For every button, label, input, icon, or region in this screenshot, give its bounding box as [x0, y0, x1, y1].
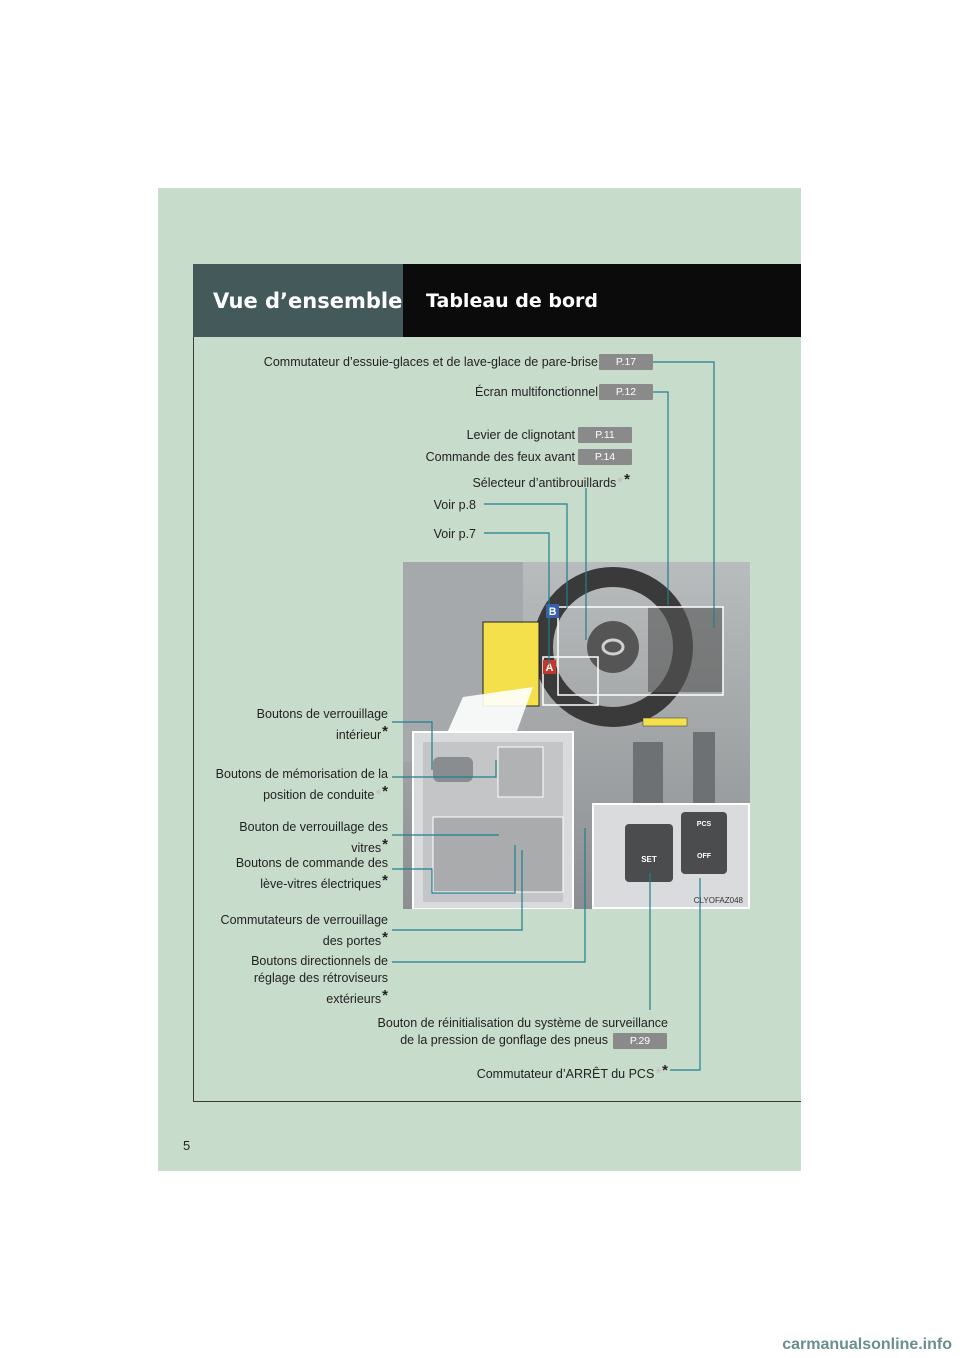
wiper-switch-label: Commutateur d’essuie-glaces et de lave-g…	[263, 355, 598, 369]
turn-signal-label: Levier de clignotant	[466, 428, 575, 442]
off-label: OFF	[697, 853, 712, 860]
pcs-off-label: Commutateur d’ARRÊT du PCS**	[476, 1062, 668, 1082]
see-p8-label: Voir p.8	[433, 498, 476, 512]
text-line: Boutons directionnels de	[251, 954, 388, 968]
asterisk: *	[662, 1062, 668, 1079]
asterisk: *	[382, 929, 388, 946]
asterisk: *	[382, 987, 388, 1004]
page-title: Tableau de bord	[403, 264, 801, 337]
badge-p29[interactable]: P.29	[613, 1033, 667, 1049]
text-line: Boutons de commande des	[235, 856, 388, 870]
text-line: Bouton de réinitialisation du système de…	[377, 1016, 668, 1030]
page-number: 5	[183, 1138, 191, 1153]
fog-light-label: Sélecteur d’antibrouillards**	[472, 471, 630, 491]
multi-display-label: Écran multifonctionnel	[475, 385, 598, 399]
asterisk: *	[655, 1065, 662, 1082]
asterisk: *	[624, 471, 630, 488]
pcs-label: PCS	[697, 821, 712, 828]
door-lock-label: Commutateurs de verrouillage des portes*	[220, 913, 388, 948]
dashboard-photo: B A SET PCS OFF CLYOFAZ048	[403, 562, 750, 909]
interior-lock-label: Boutons de verrouillage intérieur*	[256, 707, 388, 742]
text-line: Boutons de mémorisation de la	[215, 767, 388, 781]
watermark: carmanualsonline.info	[782, 1336, 952, 1353]
badge-p14[interactable]: P.14	[578, 449, 632, 465]
marker-a: A	[546, 662, 554, 674]
mirror-buttons-label: Boutons directionnels de réglage des rét…	[251, 954, 388, 1006]
photo-code: CLYOFAZ048	[694, 896, 744, 905]
marker-b: B	[549, 606, 557, 618]
window-lock-label: Bouton de verrouillage des vitres*	[239, 820, 388, 855]
asterisk: *	[617, 474, 624, 491]
memory-buttons-label: Boutons de mémorisation de la position d…	[215, 767, 388, 803]
power-window-label: Boutons de commande des lève-vitres élec…	[235, 856, 388, 891]
headlight-label: Commande des feux avant	[425, 450, 575, 464]
set-label: SET	[641, 855, 657, 864]
asterisk: *	[375, 786, 382, 803]
asterisk: *	[382, 872, 388, 889]
content-frame	[193, 264, 801, 1102]
text-line: Commutateurs de verrouillage	[220, 913, 388, 927]
badge-p17[interactable]: P.17	[599, 354, 653, 370]
badge-p12[interactable]: P.12	[599, 384, 653, 400]
tire-pressure-label: Bouton de réinitialisation du système de…	[378, 1015, 668, 1049]
text-line: réglage des rétroviseurs	[253, 971, 388, 985]
asterisk: *	[382, 783, 388, 800]
text-line: Boutons de verrouillage	[256, 707, 388, 721]
asterisk: *	[382, 723, 388, 740]
see-p7-label: Voir p.7	[433, 527, 476, 541]
text-line: Bouton de verrouillage des	[239, 820, 388, 834]
asterisk: *	[382, 836, 388, 853]
section-title: Vue d’ensemble	[193, 264, 403, 337]
text-line: de la pression de gonflage des pneus	[400, 1033, 608, 1047]
badge-p11[interactable]: P.11	[578, 427, 632, 443]
